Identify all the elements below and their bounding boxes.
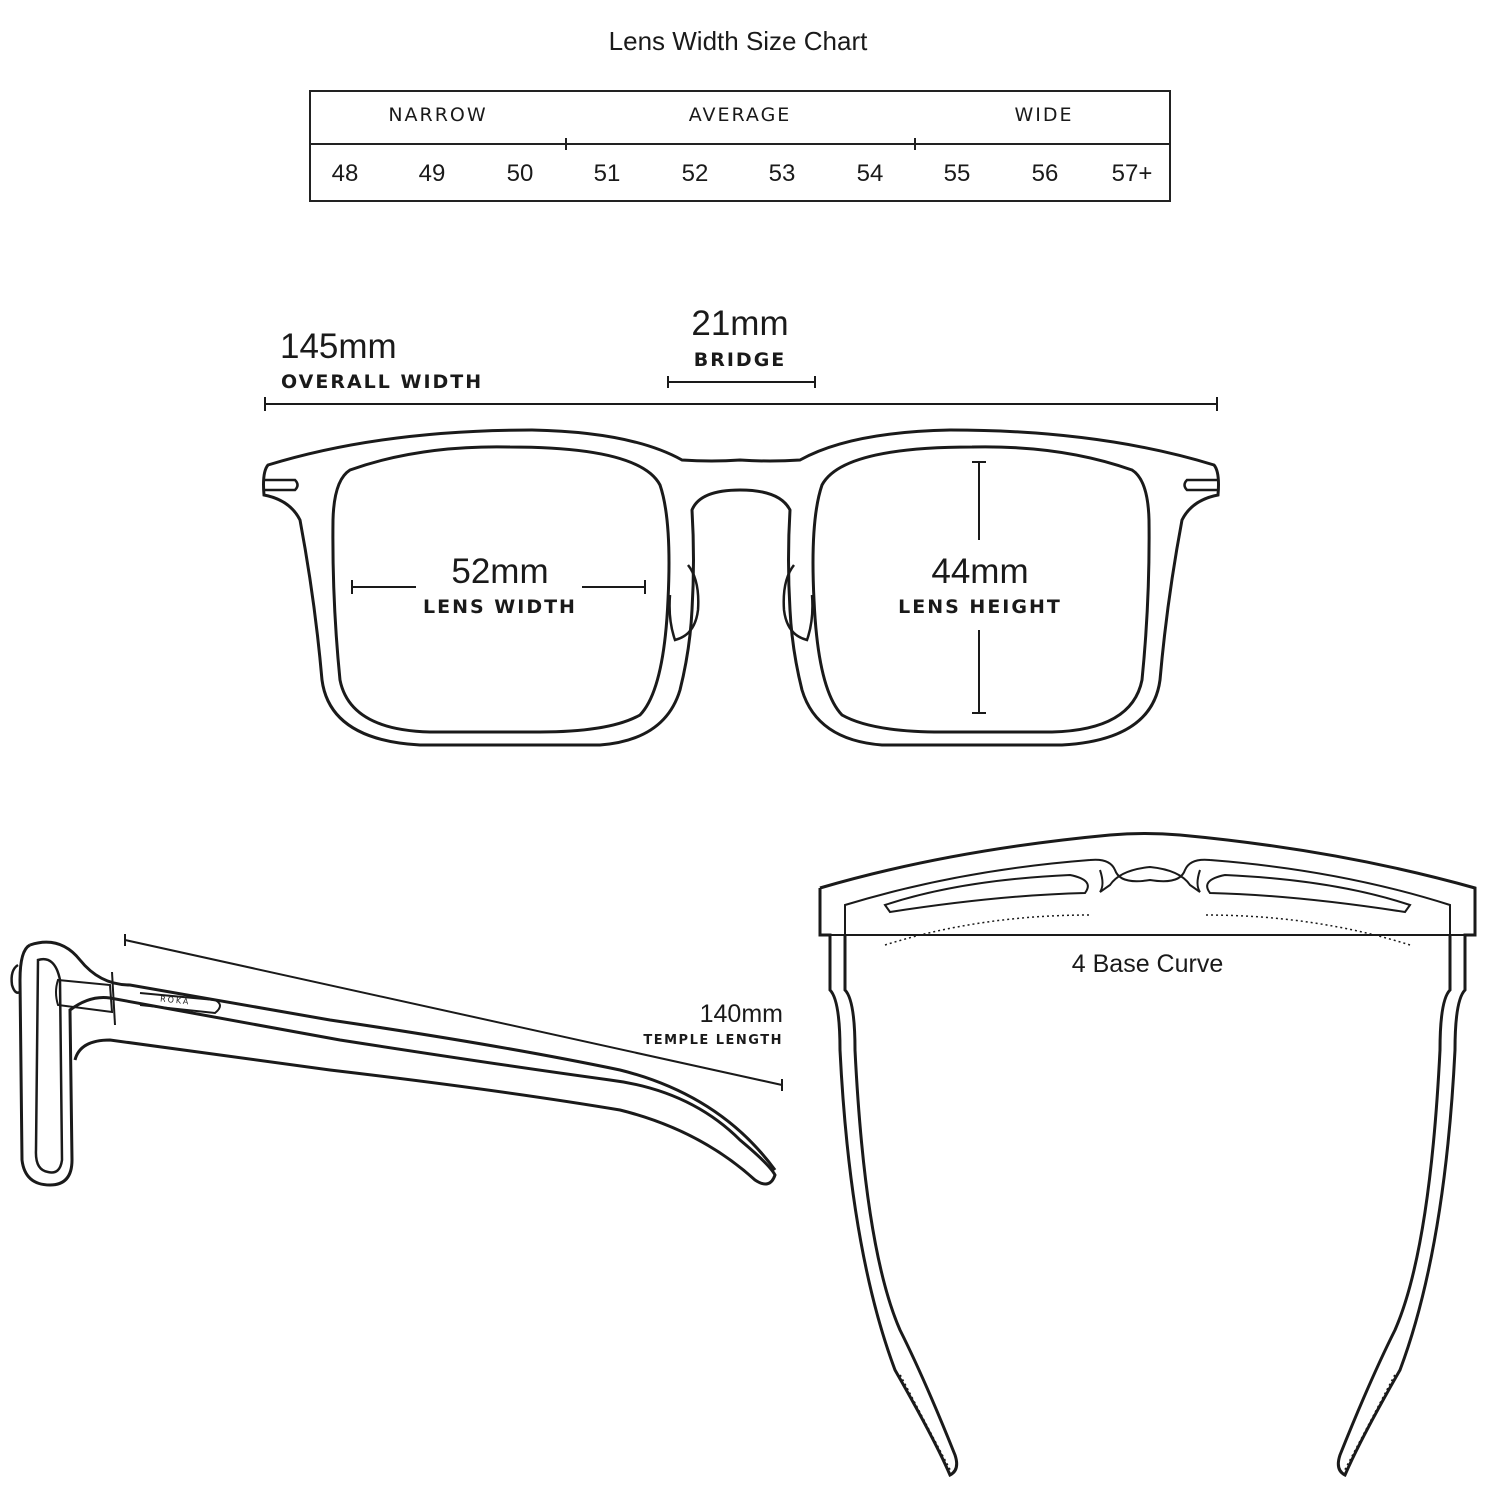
width-value: 51	[593, 160, 621, 187]
size-chart-table	[309, 90, 1171, 202]
chart-title: Lens Width Size Chart	[608, 26, 868, 56]
temple-length-value: 140mm	[699, 1000, 783, 1028]
temple-length-label: TEMPLE LENGTH	[643, 1033, 783, 1048]
width-value: 52	[681, 160, 709, 187]
lens-height-value: 44mm	[931, 552, 1029, 591]
width-value: 54	[856, 160, 884, 187]
bridge-label: BRIDGE	[693, 349, 787, 371]
width-value: 48	[331, 160, 359, 187]
base-curve-label: 4 Base Curve	[1071, 950, 1224, 978]
lens-width-label: LENS WIDTH	[423, 596, 577, 618]
overall-width-label: OVERALL WIDTH	[281, 371, 484, 393]
lens-height-label: LENS HEIGHT	[898, 596, 1062, 618]
width-value: 49	[418, 160, 446, 187]
bridge-value: 21mm	[691, 304, 789, 343]
category-narrow: NARROW	[388, 104, 488, 126]
category-wide: WIDE	[1014, 104, 1074, 126]
width-value: 53	[768, 160, 796, 187]
lens-width-value: 52mm	[451, 552, 549, 591]
category-average: AVERAGE	[688, 104, 792, 126]
width-value: 55	[943, 160, 971, 187]
overall-width-value: 145mm	[280, 327, 397, 366]
width-value: 56	[1031, 160, 1059, 187]
width-value: 57+	[1111, 160, 1153, 187]
width-value: 50	[506, 160, 534, 187]
